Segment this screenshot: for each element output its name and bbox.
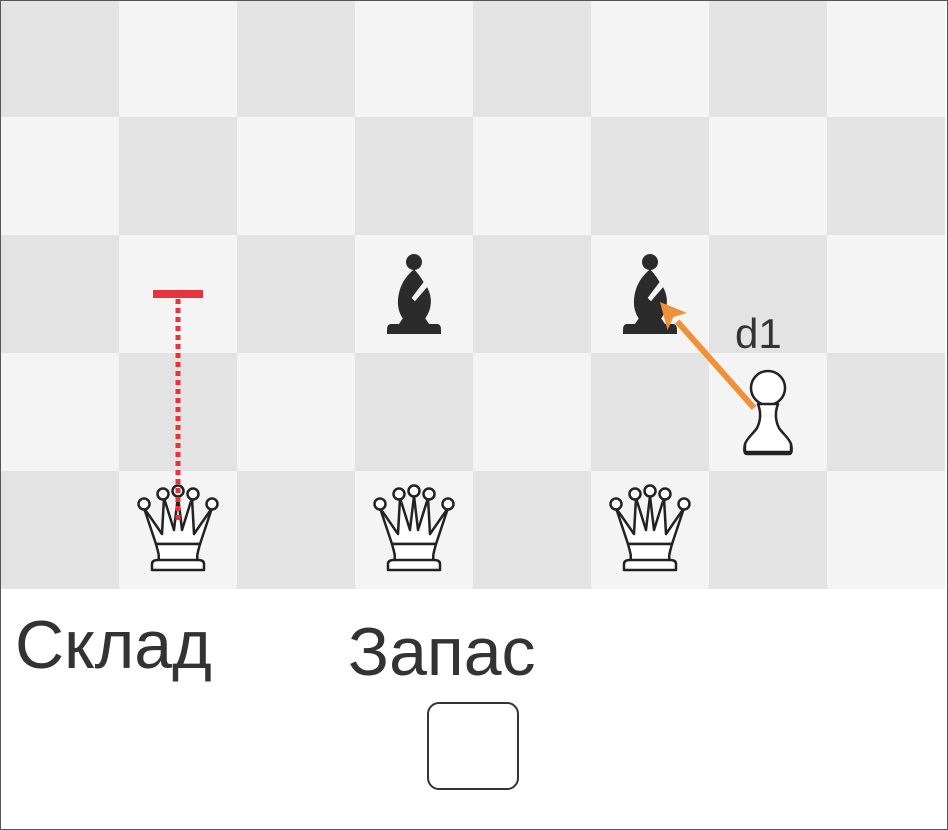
square-e5[interactable] — [473, 1, 591, 117]
square-b5[interactable] — [119, 1, 237, 117]
storage-label: Склад — [15, 607, 212, 683]
square-a5[interactable] — [1, 1, 119, 117]
square-c2[interactable] — [237, 353, 355, 471]
square-d5[interactable] — [355, 1, 473, 117]
square-e3[interactable] — [473, 235, 591, 353]
board-grid — [1, 1, 947, 593]
square-d4[interactable] — [355, 117, 473, 235]
square-d2[interactable] — [355, 353, 473, 471]
square-a3[interactable] — [1, 235, 119, 353]
square-c4[interactable] — [237, 117, 355, 235]
white-queen-b1[interactable] — [130, 480, 226, 585]
square-f4[interactable] — [591, 117, 709, 235]
move-arrow-label: d1 — [735, 310, 782, 357]
square-c5[interactable] — [237, 1, 355, 117]
square-b3[interactable] — [119, 235, 237, 353]
black-bishop-d3[interactable] — [369, 244, 459, 349]
square-h3[interactable] — [827, 235, 945, 353]
square-e1[interactable] — [473, 471, 591, 589]
reserve-slot[interactable] — [427, 702, 519, 790]
square-e2[interactable] — [473, 353, 591, 471]
square-h5[interactable] — [827, 1, 945, 117]
square-g5[interactable] — [709, 1, 827, 117]
square-e4[interactable] — [473, 117, 591, 235]
square-h2[interactable] — [827, 353, 945, 471]
square-a1[interactable] — [1, 471, 119, 589]
white-queen-d1[interactable] — [366, 480, 462, 585]
square-b2[interactable] — [119, 353, 237, 471]
square-g1[interactable] — [709, 471, 827, 589]
black-bishop-f3[interactable] — [605, 244, 695, 349]
white-queen-f1[interactable] — [602, 480, 698, 585]
square-h1[interactable] — [827, 471, 945, 589]
square-c3[interactable] — [237, 235, 355, 353]
reserve-label: Запас — [348, 614, 536, 690]
chess-board[interactable]: d1 — [1, 1, 947, 593]
white-pawn-g2[interactable] — [723, 362, 813, 467]
square-a4[interactable] — [1, 117, 119, 235]
square-f2[interactable] — [591, 353, 709, 471]
square-c1[interactable] — [237, 471, 355, 589]
square-a2[interactable] — [1, 353, 119, 471]
square-b4[interactable] — [119, 117, 237, 235]
square-h4[interactable] — [827, 117, 945, 235]
square-g4[interactable] — [709, 117, 827, 235]
square-f5[interactable] — [591, 1, 709, 117]
